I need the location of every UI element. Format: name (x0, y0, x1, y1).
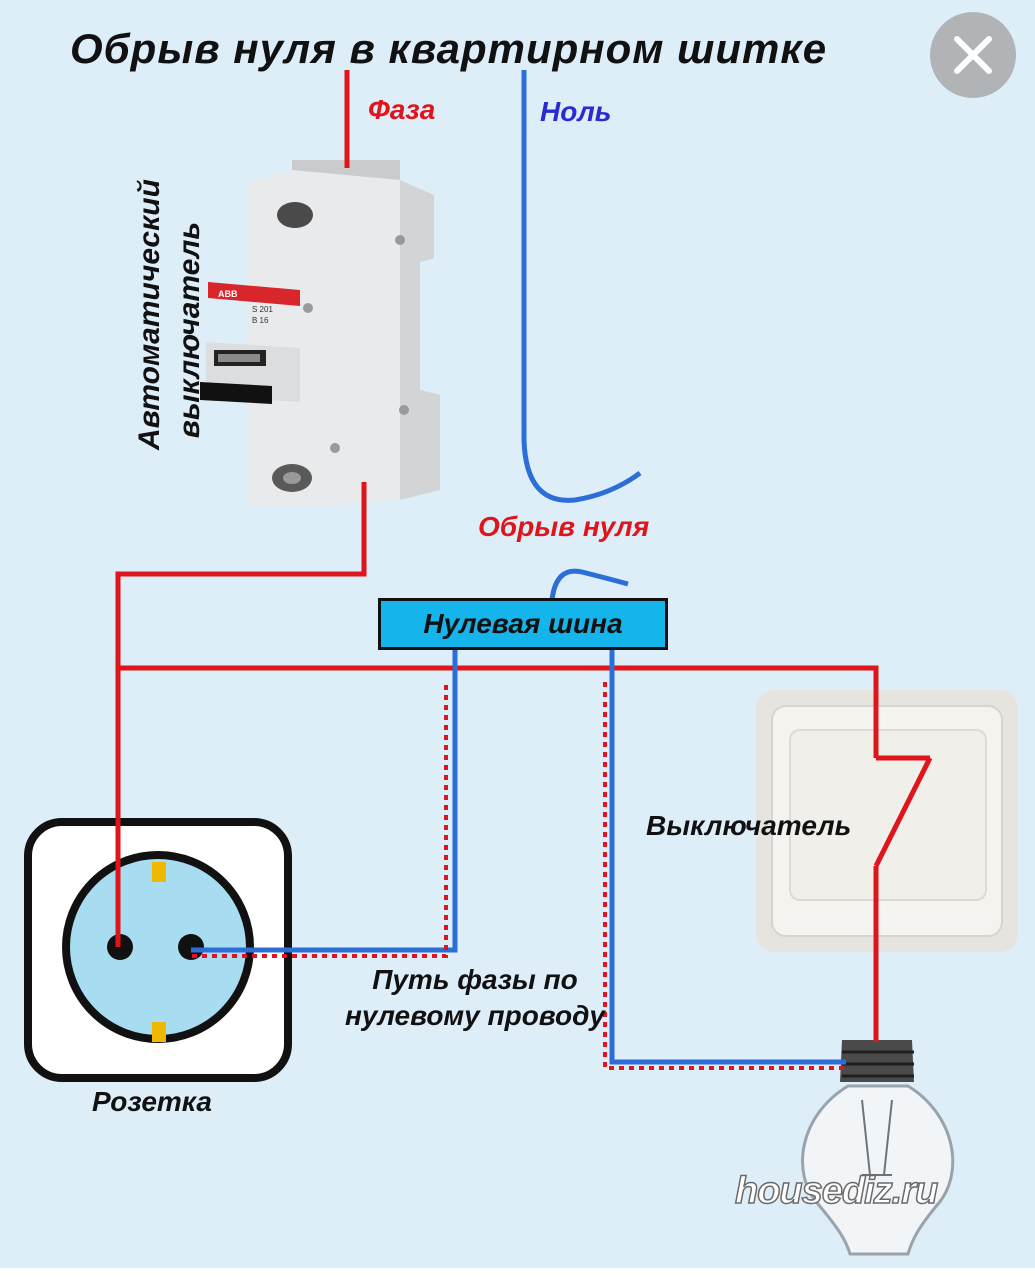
neutral-break-label: Обрыв нуля (478, 511, 650, 542)
breaker-label: Автоматический выключатель (133, 179, 206, 450)
breaker-model: S 201 (252, 305, 273, 314)
socket-label: Розетка (92, 1086, 212, 1117)
neutral-wires (191, 70, 846, 1065)
phase-label: Фаза (368, 94, 436, 125)
phase-path-label: Путь фазы по нулевому проводу (345, 964, 605, 1031)
circuit-breaker: ABB S 201 B 16 (200, 160, 440, 506)
watermark: housediz.ru (734, 1170, 939, 1212)
close-button[interactable] (930, 12, 1016, 98)
neutral-label: Ноль (540, 96, 612, 127)
breaker-brand: ABB (218, 289, 238, 299)
phase-wires (115, 70, 933, 1042)
diagram-title: Обрыв нуля в квартирном шитке (70, 25, 828, 72)
neutral-bus: Нулевая шина (378, 598, 668, 650)
switch-label: Выключатель (646, 810, 852, 841)
phase-path-dotted (191, 682, 846, 1070)
breaker-rating: B 16 (252, 316, 269, 325)
close-icon (954, 36, 992, 74)
socket (24, 818, 292, 1082)
light-bulb (801, 1040, 955, 1256)
light-switch (756, 690, 1018, 952)
